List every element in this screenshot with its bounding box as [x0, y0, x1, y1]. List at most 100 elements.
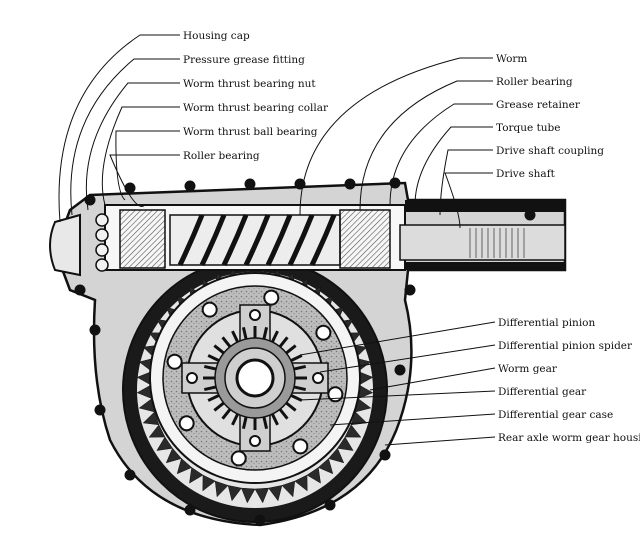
- leader-line: [439, 149, 493, 216]
- diff-tooth: [290, 354, 303, 362]
- gear-tooth: [165, 447, 182, 464]
- gear-tooth: [337, 436, 354, 451]
- web-bolt: [263, 289, 280, 306]
- gear-tooth: [156, 436, 173, 451]
- stud: [379, 449, 391, 461]
- gear-tooth: [306, 467, 321, 484]
- label-top-right: Torque tube: [496, 122, 560, 134]
- label-bottom-right: Differential pinion: [498, 317, 596, 329]
- stud: [254, 514, 266, 526]
- case-bolt: [186, 372, 198, 384]
- diff-tooth: [278, 408, 289, 420]
- gear-tooth: [241, 487, 256, 504]
- stud: [184, 180, 196, 192]
- diff-tooth: [271, 413, 279, 426]
- web-bolt: [178, 415, 195, 432]
- label-left: Roller bearing: [183, 150, 260, 162]
- gear-tooth: [254, 487, 269, 504]
- leader-line: [101, 106, 180, 206]
- label-top-right: Drive shaft: [496, 168, 556, 180]
- leader-line: [299, 57, 493, 216]
- leader-line: [115, 130, 180, 201]
- worm-thrust-ball-bearing: [95, 213, 109, 272]
- diff-tooth: [262, 416, 269, 430]
- stud: [404, 284, 416, 296]
- diff-tooth: [207, 394, 220, 402]
- diff-tooth: [262, 326, 269, 340]
- diff-tooth: [293, 364, 307, 371]
- gear-tooth: [214, 480, 229, 498]
- stud: [94, 404, 106, 416]
- gear-tooth: [281, 480, 296, 498]
- label-left: Worm thrust bearing nut: [183, 78, 316, 90]
- gear-tooth: [148, 424, 166, 438]
- stud: [524, 209, 536, 221]
- web-bolt: [201, 301, 218, 318]
- diff-tooth: [278, 336, 289, 348]
- leader-line: [85, 82, 180, 211]
- worm-thread: [265, 214, 293, 267]
- case-bolt: [249, 309, 261, 321]
- stud: [89, 324, 101, 336]
- diff-tooth: [271, 330, 279, 343]
- label-bottom-right: Differential gear case: [498, 409, 613, 421]
- gear-tooth: [344, 424, 362, 438]
- leader-line: [58, 34, 180, 223]
- gear-tooth: [294, 474, 308, 492]
- diff-tooth: [213, 401, 225, 412]
- worm-thread: [243, 214, 271, 267]
- gear-tooth: [227, 485, 242, 502]
- worm-shaft-assembly: [49, 200, 566, 277]
- diff-tooth: [293, 385, 307, 392]
- label-bottom-right: Rear axle worm gear housing: [498, 432, 640, 444]
- left-roller-bearing: [119, 209, 166, 269]
- diff-tooth: [213, 344, 225, 355]
- gear-tooth: [189, 467, 204, 484]
- diff-tooth: [221, 408, 232, 420]
- case-bolt: [249, 435, 261, 447]
- diff-tooth: [241, 416, 248, 430]
- drive-shaft: [399, 200, 566, 270]
- stud: [244, 178, 256, 190]
- stud: [394, 364, 406, 376]
- stud: [184, 504, 196, 516]
- diff-tooth: [207, 354, 220, 362]
- leader-line: [384, 436, 496, 446]
- case-bolt: [312, 372, 324, 384]
- label-bottom-right: Worm gear: [498, 363, 558, 375]
- label-top-right: Grease retainer: [496, 99, 581, 111]
- leader-line: [299, 321, 496, 356]
- label-left: Pressure grease fitting: [183, 54, 305, 66]
- stud: [124, 469, 136, 481]
- gear-tooth: [142, 411, 160, 426]
- leader-line: [329, 413, 496, 426]
- leader-line: [299, 390, 496, 401]
- worm-thread: [221, 214, 249, 267]
- diff-tooth: [241, 326, 248, 340]
- diff-tooth: [285, 401, 297, 412]
- diff-tooth: [231, 413, 239, 426]
- worm-thread: [177, 214, 205, 267]
- leader-line: [359, 80, 493, 211]
- diff-tooth: [203, 364, 217, 371]
- stud: [124, 182, 136, 194]
- differential-gear: [203, 326, 307, 430]
- stud: [389, 177, 401, 189]
- gear-tooth: [328, 447, 345, 464]
- label-bottom-right: Differential pinion spider: [498, 340, 633, 352]
- label-left: Worm thrust bearing collar: [183, 102, 329, 114]
- worm-thread: [309, 214, 337, 267]
- worm-thread: [287, 214, 315, 267]
- web-bolt: [315, 324, 332, 341]
- leader-line: [319, 344, 496, 373]
- stud: [74, 284, 86, 296]
- label-left: Worm thrust ball bearing: [183, 126, 318, 138]
- stud: [324, 499, 336, 511]
- leader-line: [109, 154, 180, 207]
- gear-tooth: [268, 485, 283, 502]
- stud: [344, 178, 356, 190]
- worm: [169, 214, 341, 267]
- label-top-right: Drive shaft coupling: [496, 145, 604, 157]
- label-left: Housing cap: [183, 30, 250, 42]
